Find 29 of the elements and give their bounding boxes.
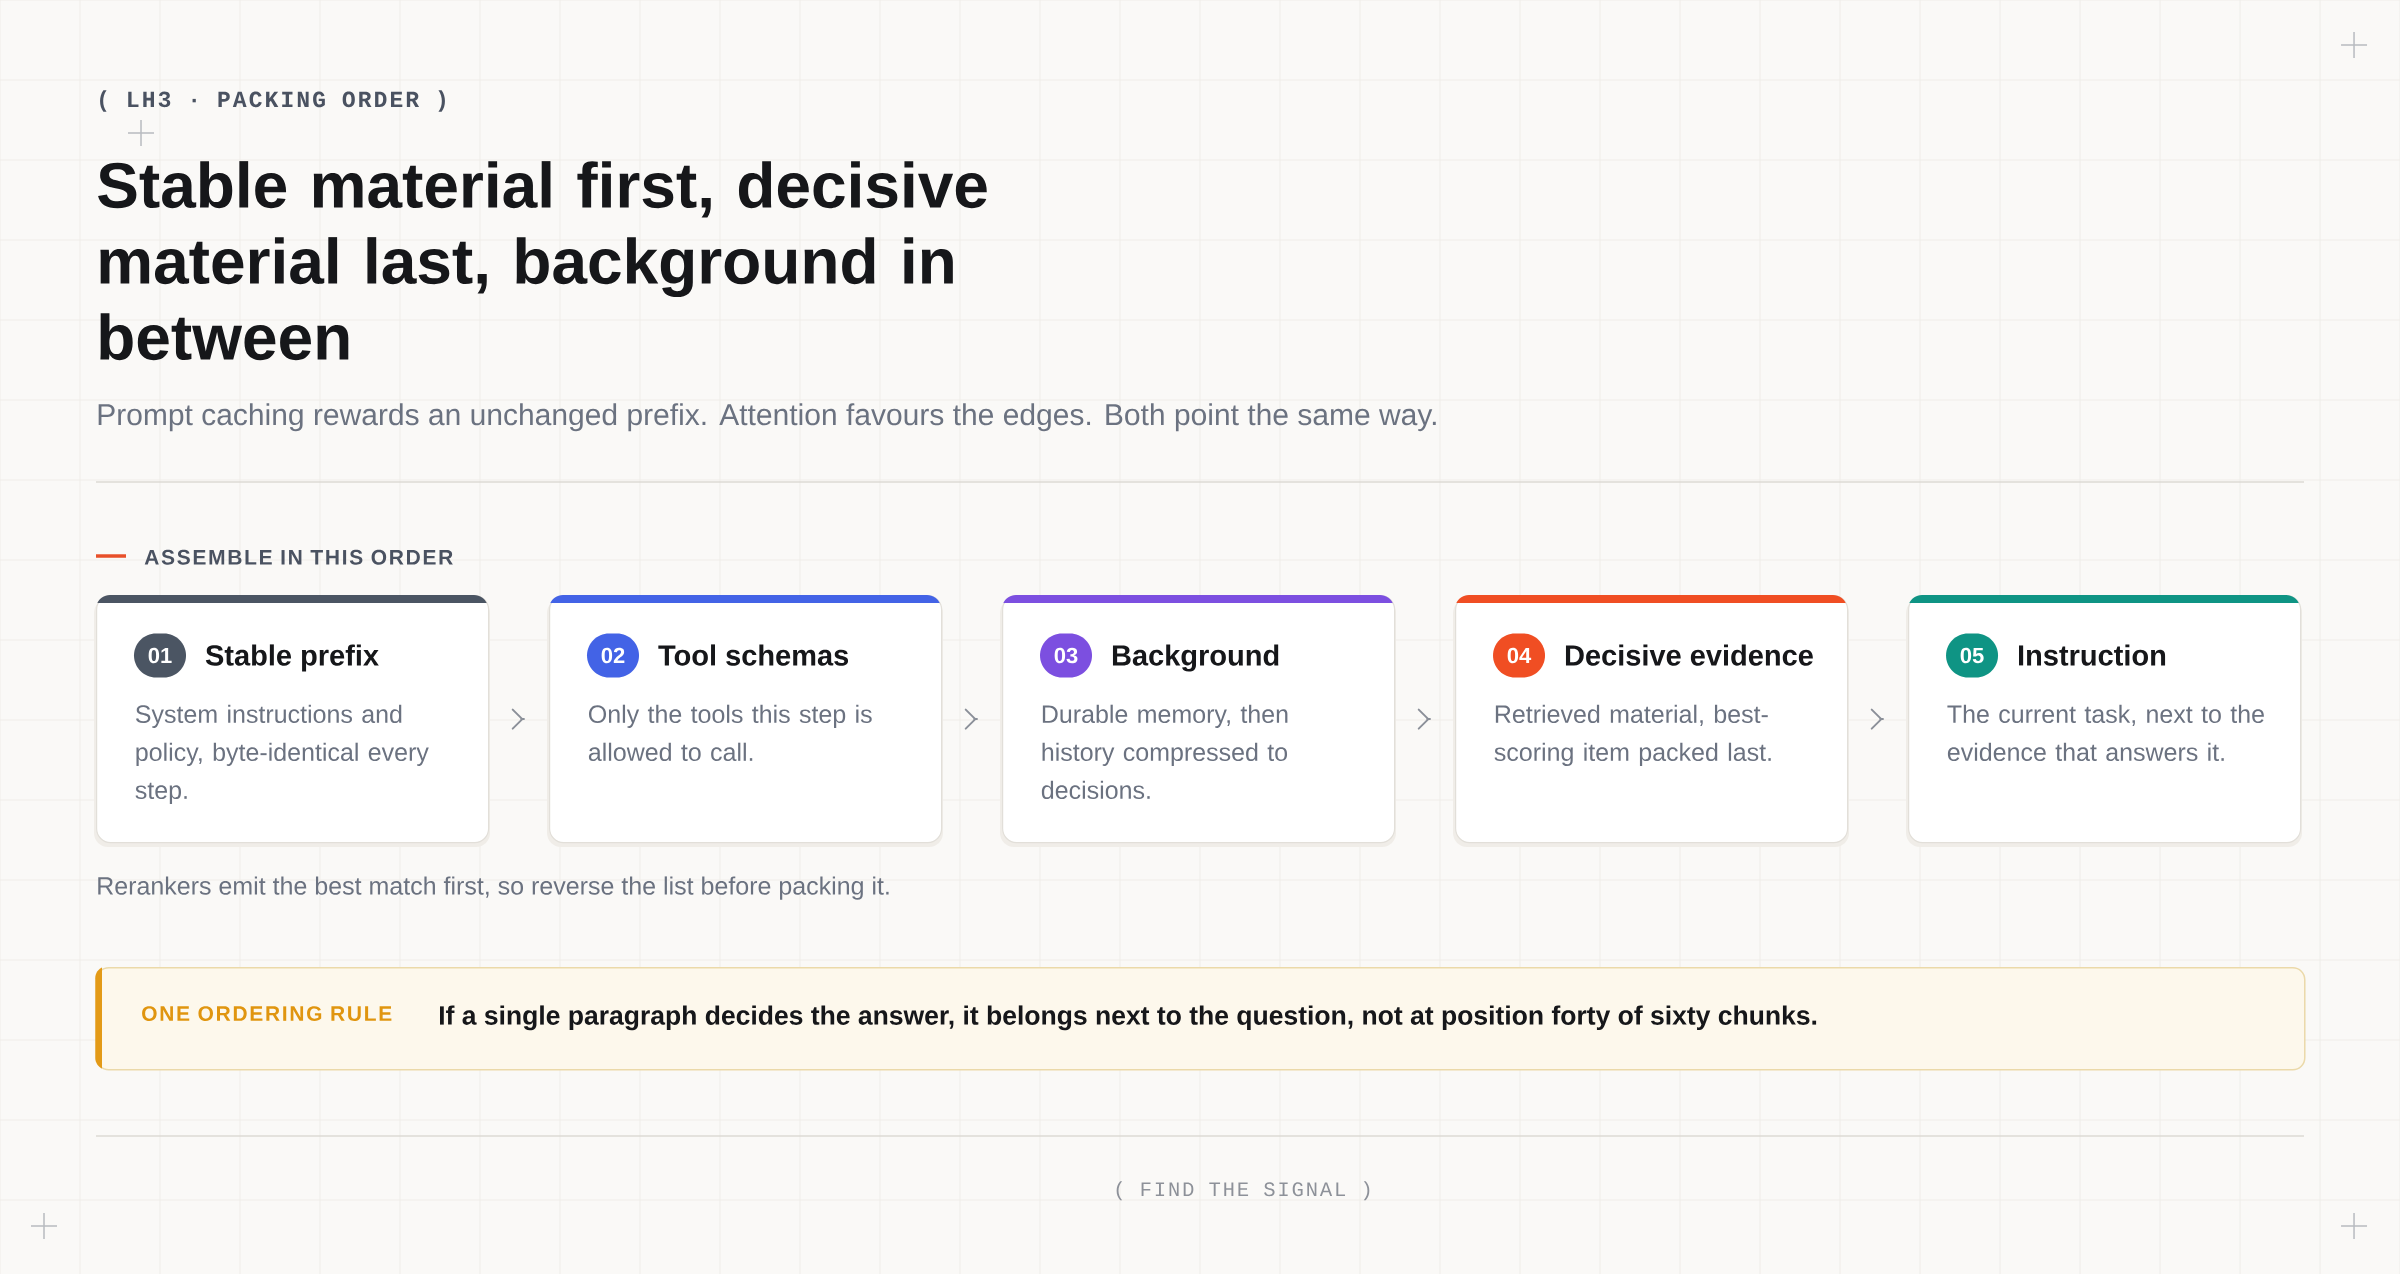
callout-label: ONE ORDERING RULE [142,1006,392,1021]
card-text: The current task, next to the evidence that answers it. [1947,704,2264,762]
subtitle: Prompt caching rewards an unchanged prefix. Attention favours the edges. Both point the same way. [98,403,1436,432]
card-text: Durable memory, then history compressed to decisions. [1041,704,1288,800]
number-badge: 02 [587,633,639,678]
callout-box [95,966,2306,1071]
title: Stable material first, decisive material last, background in between [98,161,987,361]
card-text: Only the tools this step is allowed to call. [588,704,872,762]
card-title: Background [1112,644,1279,672]
eyebrow-label: ( LH3 · PACKING ORDER ) [100,90,445,112]
card-text: Retrieved material, best-scoring item packed last. [1494,704,1771,766]
note-text: Rerankers emit the best match first, so reverse the list before packing it. [98,876,889,900]
card-title: Stable prefix [205,644,379,672]
step-card [1000,595,1396,847]
card-title: Instruction [2018,644,2166,666]
step-card [94,595,490,847]
number-badge: 05 [1946,633,1999,678]
section-heading: ASSEMBLE IN THIS ORDER [144,549,453,565]
card-title: Decisive evidence [1565,644,1813,666]
card-text: System instructions and policy, byte-identical every step. [135,704,429,804]
number-badge: 01 [134,633,186,678]
number-badge: 03 [1040,633,1092,678]
card-title: Tool schemas [658,644,849,666]
step-card [1453,595,1850,847]
step-card [1906,595,2303,847]
callout-text: If a single paragraph decides the answer, it belongs next to the question, not at position forty of sixty chunks. [440,1005,1817,1031]
footer-tagline: ( FIND THE SIGNAL ) [1116,1181,1370,1201]
number-badge: 04 [1493,633,1545,678]
step-card [547,595,943,847]
